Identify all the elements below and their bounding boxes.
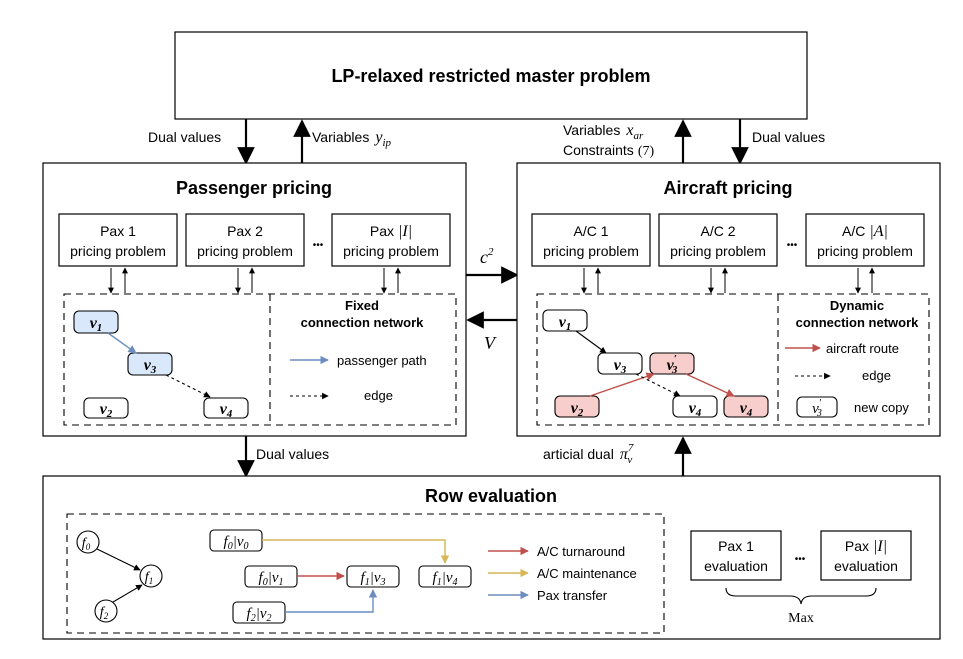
- pax2-pricing-line1: Pax 2: [227, 223, 263, 239]
- ac-ellipsis: •••: [787, 240, 798, 251]
- fixed-network-title-2: connection network: [301, 315, 425, 330]
- svg-text:v1: v1: [559, 314, 572, 333]
- svg-text:v2: v2: [100, 401, 113, 420]
- pax-node-v1: [73, 310, 119, 334]
- paxI-pricing-box: [331, 213, 451, 267]
- svg-text:f1|v3: f1|v3: [361, 570, 386, 588]
- svg-text:f1|v4: f1|v4: [433, 570, 458, 588]
- dynamic-network-title-1: Dynamic: [830, 298, 884, 313]
- dynamic-network-area: [536, 293, 930, 426]
- paxI-pricing-line2: pricing problem: [343, 243, 439, 259]
- svg-text:v2: v2: [571, 400, 584, 419]
- paxI-evaluation-box: [820, 530, 912, 581]
- aircraft-pricing-panel: Aircraft pricing A/C 1 pricing problem A…: [516, 162, 941, 437]
- pax1-evaluation-line1: Pax 1: [718, 538, 754, 554]
- svg-text:v1: v1: [90, 315, 103, 334]
- svg-text:v′3: v′3: [812, 398, 822, 419]
- legend-edge-right: edge: [862, 368, 891, 383]
- node-f1-v4: [418, 565, 472, 588]
- dual-values-left-label: Dual values: [148, 129, 221, 145]
- ac-node-v1: [542, 309, 588, 332]
- svg-text:v3: v3: [144, 357, 157, 376]
- paxI-evaluation-line2: evaluation: [834, 558, 898, 574]
- svg-text:f0|v1: f0|v1: [259, 570, 284, 588]
- passenger-pricing-panel: Passenger pricing Pax 1 pricing problem …: [42, 162, 467, 437]
- legend-aircraft-route: aircraft route: [826, 341, 899, 356]
- ac-node-v3: [597, 352, 643, 375]
- pax1-pricing-line2: pricing problem: [70, 243, 166, 259]
- dual-values-right-label: Dual values: [752, 129, 825, 145]
- dynamic-network-title-2: connection network: [796, 315, 920, 330]
- row-evaluation-title: Row evaluation: [425, 486, 557, 506]
- svg-text:v4: v4: [689, 400, 702, 419]
- svg-text:f0|v0: f0|v0: [224, 534, 249, 552]
- row-evaluation-panel: Row evaluation f0 f1 f2 f0|v0 f0|v1 f1|v…: [42, 475, 941, 640]
- pax1-evaluation-line2: evaluation: [704, 558, 768, 574]
- pax-node-v2: [83, 397, 129, 419]
- ac1-pricing-line2: pricing problem: [543, 243, 639, 259]
- max-label: Max: [788, 611, 814, 626]
- node-f1: [139, 564, 163, 588]
- aircraft-pricing-title: Aircraft pricing: [663, 178, 792, 198]
- svg-text:f2: f2: [100, 605, 109, 621]
- pax-ellipsis: •••: [313, 240, 324, 251]
- svg-text:f2|v2: f2|v2: [247, 606, 272, 624]
- c2-label: c2: [480, 246, 494, 267]
- node-f2: [94, 599, 118, 623]
- paxI-evaluation-line1: Pax|I|: [845, 538, 887, 555]
- ac-node-v4-copy: [723, 395, 769, 418]
- dual-values-bottom-label: Dual values: [256, 446, 329, 462]
- legend-passenger-path: passenger path: [337, 353, 427, 368]
- legend-ac-turnaround: A/C turnaround: [537, 544, 625, 559]
- svg-text:f0: f0: [82, 536, 91, 552]
- svg-text:v′3: v′3: [667, 353, 678, 376]
- pax2-pricing-box: [185, 213, 305, 267]
- max-brace: [725, 587, 877, 605]
- ac2-pricing-line1: A/C 2: [700, 223, 735, 239]
- pax-node-v3: [127, 352, 173, 376]
- master-problem-box: LP-relaxed restricted master problem: [174, 31, 808, 120]
- node-f1-v3: [346, 565, 400, 588]
- legend-edge-left: edge: [364, 388, 393, 403]
- svg-text:v4: v4: [740, 400, 753, 419]
- ac1-pricing-line1: A/C 1: [573, 223, 608, 239]
- legend-pax-transfer: Pax transfer: [537, 588, 608, 603]
- eval-ellipsis: •••: [795, 554, 806, 565]
- legend-ac-maintenance: A/C maintenance: [537, 566, 637, 581]
- pax2-pricing-line2: pricing problem: [197, 243, 293, 259]
- ac1-pricing-box: [531, 213, 651, 267]
- pax1-pricing-box: [58, 213, 178, 267]
- master-problem-title: LP-relaxed restricted master problem: [331, 66, 650, 86]
- row-eval-network-area: [66, 513, 665, 634]
- ac-node-v4: [672, 395, 718, 418]
- pax-node-v4: [203, 397, 249, 419]
- fixed-network-area: [63, 293, 457, 426]
- paxI-pricing-line1: Pax|I|: [370, 223, 412, 240]
- passenger-pricing-title: Passenger pricing: [176, 178, 332, 198]
- node-f0: [76, 530, 100, 554]
- svg-text:v4: v4: [220, 401, 233, 420]
- v-label: V: [484, 333, 497, 353]
- svg-text:v3: v3: [614, 357, 627, 376]
- ac-node-v3-copy: [649, 352, 695, 375]
- acA-pricing-box: [805, 213, 925, 267]
- constraints-label: Constraints(7): [563, 142, 654, 159]
- legend-new-copy: new copy: [854, 400, 909, 415]
- ac-node-v2: [554, 395, 600, 418]
- pax1-evaluation-box: [690, 530, 782, 581]
- ac2-pricing-box: [658, 213, 778, 267]
- ac2-pricing-line2: pricing problem: [670, 243, 766, 259]
- fixed-network-title-1: Fixed: [345, 298, 379, 313]
- svg-text:f1: f1: [145, 570, 153, 586]
- pax1-pricing-line1: Pax 1: [100, 223, 136, 239]
- acA-pricing-line1: A/C|A|: [842, 223, 888, 240]
- acA-pricing-line2: pricing problem: [817, 243, 913, 259]
